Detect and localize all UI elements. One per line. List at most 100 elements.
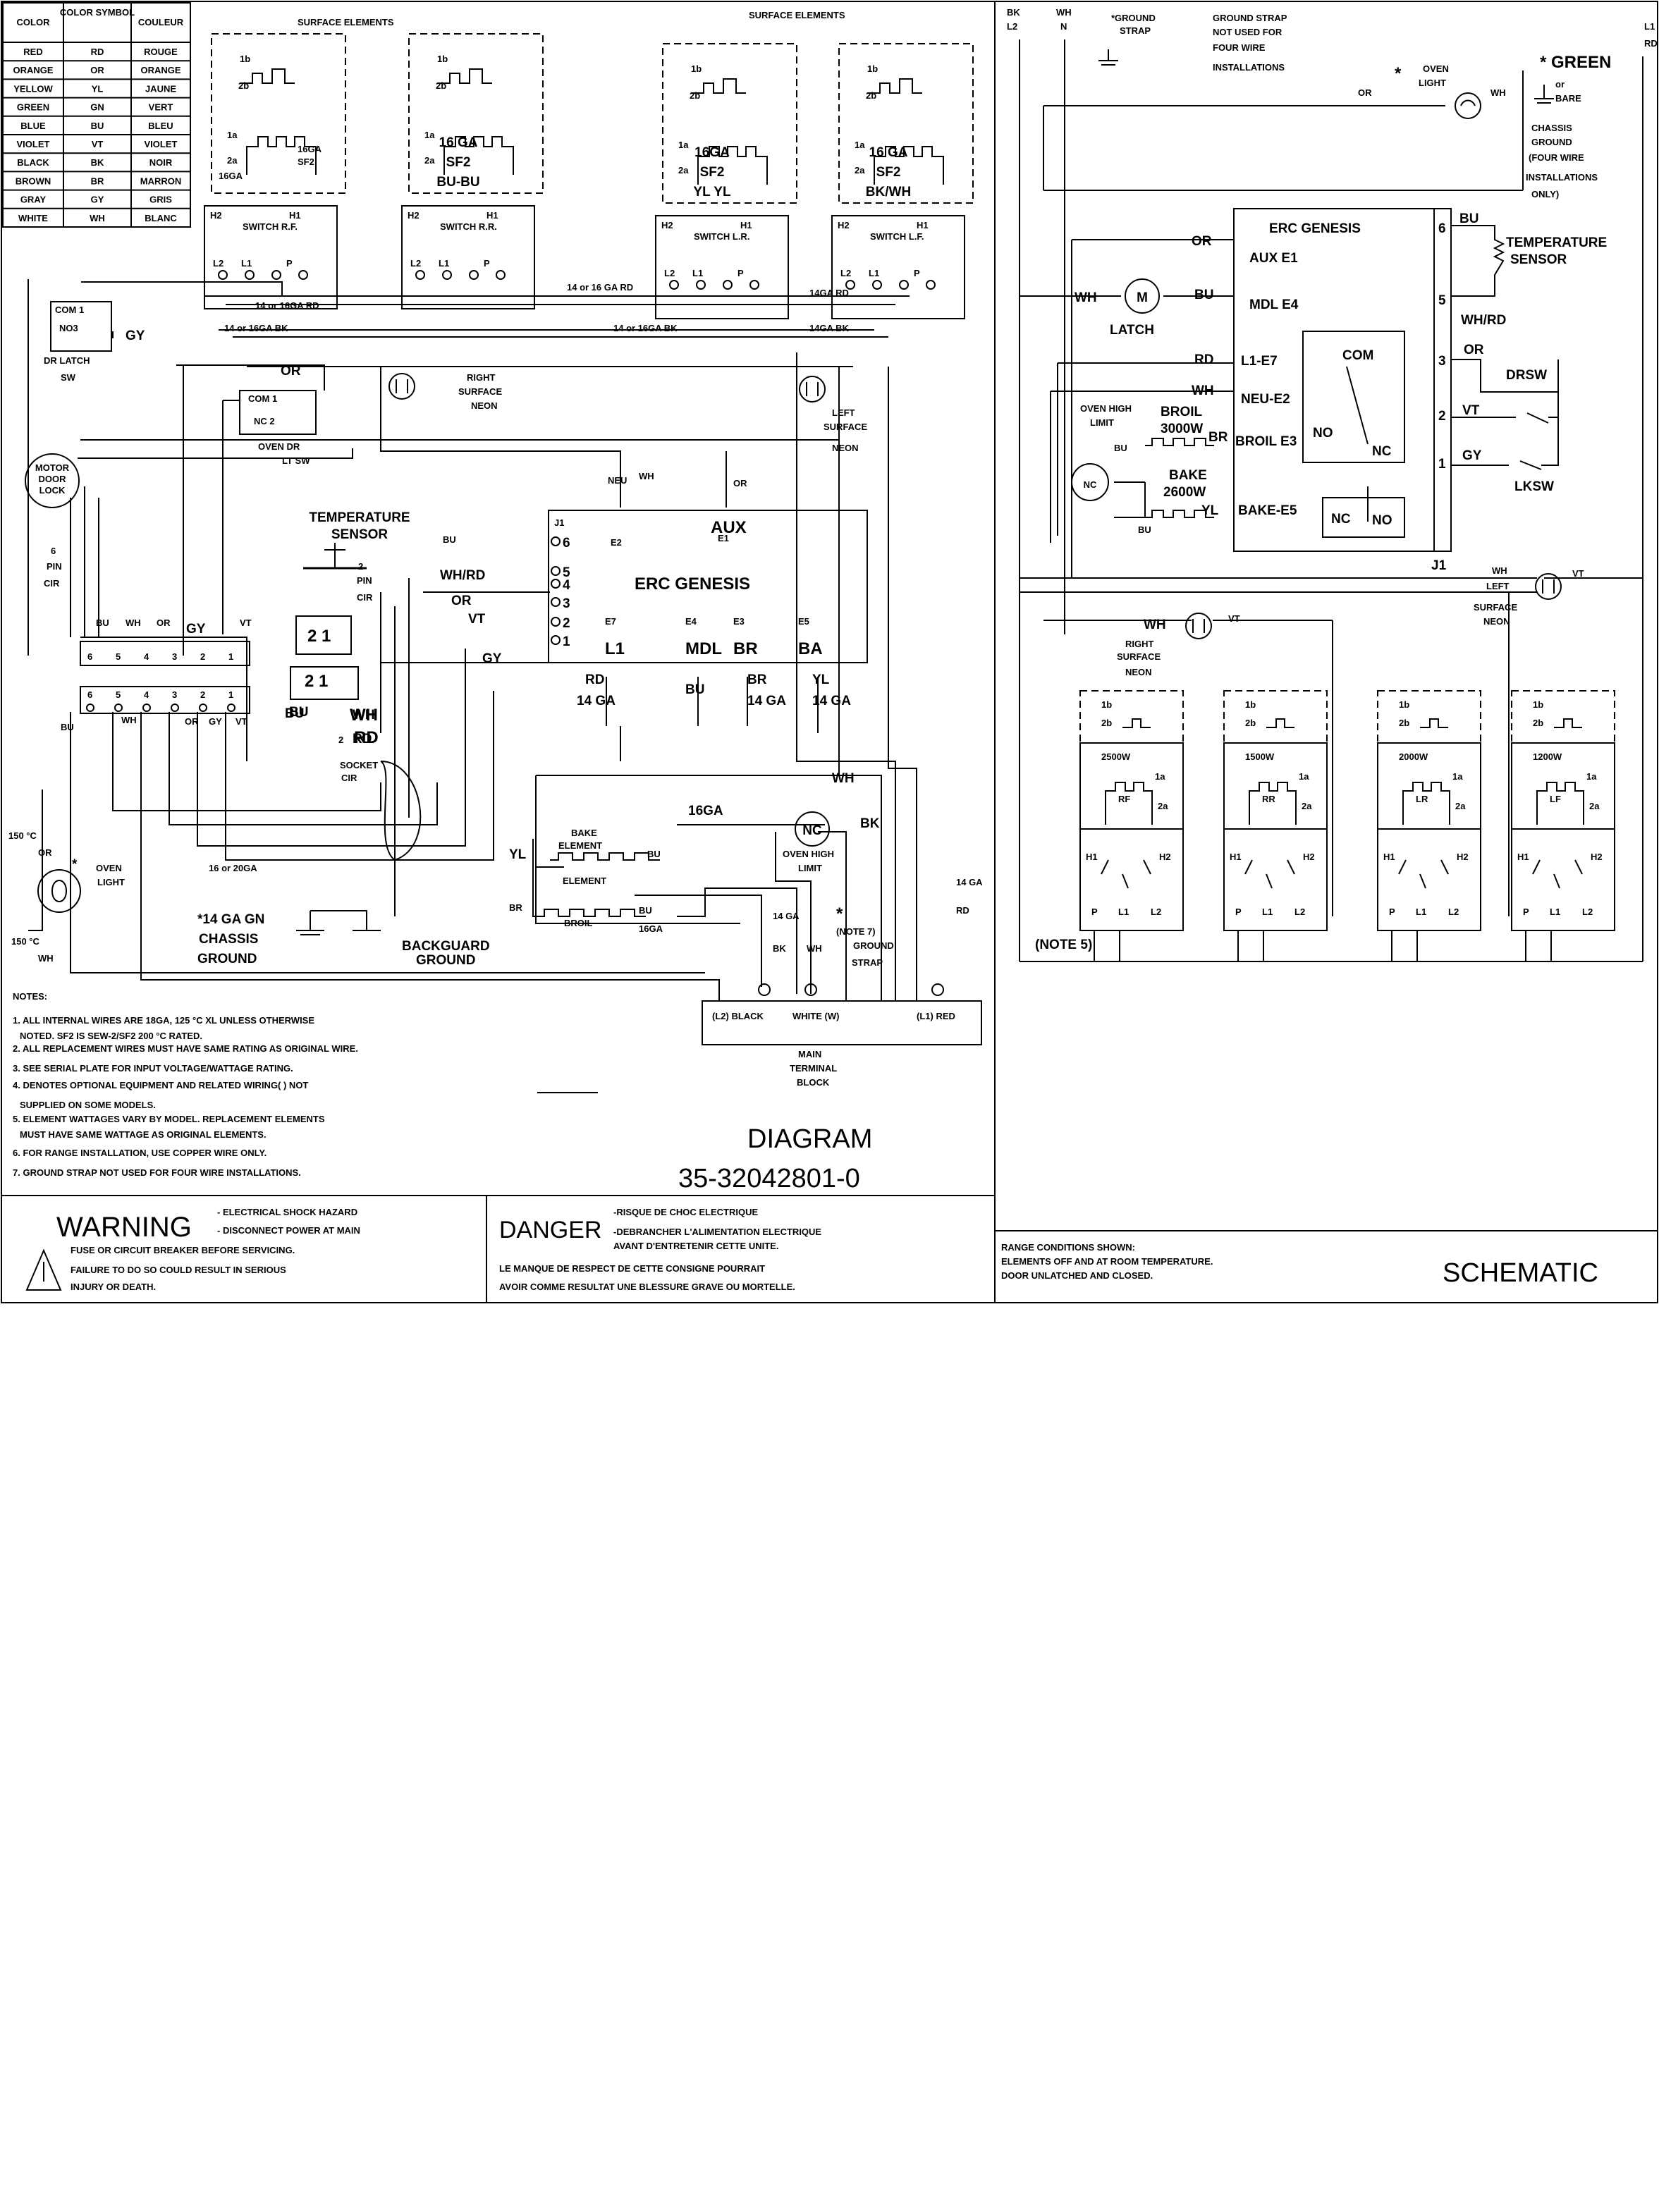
svg-text:1a: 1a — [1452, 771, 1463, 782]
color-table-cell: BLANC — [145, 213, 177, 223]
svg-text:16GA: 16GA — [298, 144, 322, 154]
svg-text:NOT USED FOR: NOT USED FOR — [1213, 27, 1282, 37]
svg-text:TEMPERATURE: TEMPERATURE — [309, 510, 410, 525]
svg-text:* GREEN: * GREEN — [1540, 53, 1611, 72]
svg-text:BU: BU — [1138, 524, 1151, 535]
svg-text:H2: H2 — [210, 210, 222, 221]
svg-text:BR: BR — [1208, 430, 1228, 445]
svg-text:16 or 20GA: 16 or 20GA — [209, 863, 257, 873]
svg-text:6: 6 — [1438, 221, 1446, 236]
svg-text:WH: WH — [1492, 565, 1507, 576]
six-pin-connector: 6 PIN CIR BU WH OR GY VT BU WH OR GY VT … — [44, 546, 252, 732]
svg-text:150 °C: 150 °C — [8, 830, 37, 841]
svg-text:2a: 2a — [1455, 801, 1466, 811]
diagram-title: DIAGRAM — [747, 1124, 872, 1154]
color-table-header: COULEUR — [138, 17, 184, 27]
svg-text:AVOIR COMME RESULTAT UNE BLESS: AVOIR COMME RESULTAT UNE BLESSURE GRAVE … — [499, 1282, 795, 1292]
element-name: RR — [1262, 794, 1275, 804]
svg-text:ONLY): ONLY) — [1531, 189, 1559, 199]
svg-text:BU: BU — [96, 617, 109, 628]
svg-text:L2: L2 — [840, 268, 851, 278]
svg-text:SWITCH L.F.: SWITCH L.F. — [870, 231, 924, 242]
svg-text:3000W: 3000W — [1161, 422, 1203, 436]
svg-text:*: * — [72, 857, 78, 872]
svg-text:GROUND: GROUND — [1531, 137, 1572, 147]
svg-text:CHASSIS: CHASSIS — [1531, 123, 1572, 133]
svg-text:COM 1: COM 1 — [248, 393, 277, 404]
svg-text:H1: H1 — [1230, 852, 1242, 862]
svg-text:1a: 1a — [227, 130, 238, 140]
svg-text:RIGHT: RIGHT — [1125, 639, 1154, 649]
color-table-cell: OR — [90, 65, 104, 75]
svg-text:NEON: NEON — [832, 443, 859, 453]
svg-text:1a: 1a — [1586, 771, 1597, 782]
element-name: LF — [1550, 794, 1561, 804]
svg-text:H2: H2 — [838, 220, 850, 231]
svg-text:2a: 2a — [678, 165, 689, 176]
svg-text:BARE: BARE — [1555, 93, 1581, 104]
svg-text:150 °C: 150 °C — [11, 936, 40, 947]
svg-text:16 GA: 16 GA — [439, 135, 478, 150]
svg-text:BAKE-E5: BAKE-E5 — [1238, 503, 1297, 518]
svg-text:H1: H1 — [740, 220, 752, 231]
svg-text:BU-BU: BU-BU — [436, 175, 479, 190]
svg-text:H2: H2 — [1303, 852, 1315, 862]
svg-text:2b: 2b — [238, 80, 249, 91]
svg-text:E1: E1 — [718, 533, 729, 543]
color-table-cell: VT — [92, 139, 104, 149]
svg-text:14 GA: 14 GA — [577, 694, 616, 708]
svg-text:DR LATCH: DR LATCH — [44, 355, 90, 366]
notes: NOTES: 1. ALL INTERNAL WIRES ARE 18GA, 1… — [13, 991, 598, 1178]
svg-text:2b: 2b — [1399, 718, 1409, 728]
svg-text:COM: COM — [1342, 348, 1373, 363]
svg-text:L1: L1 — [1262, 907, 1273, 917]
color-table-cell: BR — [91, 176, 104, 186]
svg-text:L1: L1 — [1416, 907, 1426, 917]
svg-text:NO: NO — [1313, 426, 1333, 441]
color-table-cell: ORANGE — [140, 65, 180, 75]
note-line: MUST HAVE SAME WATTAGE AS ORIGINAL ELEME… — [20, 1129, 267, 1140]
svg-text:2a: 2a — [424, 155, 435, 166]
svg-text:CIR: CIR — [44, 578, 60, 589]
svg-text:OR: OR — [38, 847, 52, 858]
svg-text:SF2: SF2 — [446, 155, 471, 170]
svg-text:P: P — [1091, 907, 1098, 917]
svg-text:NEON: NEON — [1125, 667, 1152, 677]
svg-text:H2: H2 — [661, 220, 673, 231]
svg-text:DOOR: DOOR — [39, 474, 67, 484]
color-table-cell: BROWN — [16, 176, 51, 186]
schematic-right-neon: WH VT RIGHT SURFACE NEON — [1117, 613, 1240, 677]
svg-text:14 GA: 14 GA — [773, 911, 800, 921]
svg-text:NEON: NEON — [1483, 616, 1510, 627]
svg-text:FOUR WIRE: FOUR WIRE — [1213, 42, 1266, 53]
svg-text:BAKE: BAKE — [1169, 468, 1207, 483]
surface-elements-title-right: SURFACE ELEMENTS — [749, 10, 845, 20]
svg-text:L2: L2 — [1448, 907, 1459, 917]
svg-text:1a: 1a — [1299, 771, 1309, 782]
svg-text:INSTALLATIONS: INSTALLATIONS — [1213, 62, 1285, 73]
svg-text:GY: GY — [1462, 448, 1482, 463]
svg-text:L1: L1 — [1644, 21, 1655, 32]
danger-block: DANGER -RISQUE DE CHOC ELECTRIQUE -DEBRA… — [499, 1207, 821, 1292]
schematic-oven-light: * OVEN LIGHT OR WH — [1358, 63, 1506, 119]
svg-text:2a: 2a — [855, 165, 865, 176]
svg-text:SWITCH R.R.: SWITCH R.R. — [440, 221, 497, 232]
svg-text:BAKE: BAKE — [571, 828, 597, 838]
svg-text:14GA RD: 14GA RD — [809, 288, 849, 298]
svg-text:H2: H2 — [1591, 852, 1603, 862]
svg-text:WH/RD: WH/RD — [1461, 313, 1506, 328]
svg-text:L1-E7: L1-E7 — [1241, 354, 1278, 369]
svg-text:2: 2 — [200, 651, 205, 662]
svg-text:BK/WH: BK/WH — [866, 185, 911, 199]
svg-text:OR: OR — [281, 364, 301, 379]
svg-text:WH: WH — [639, 471, 654, 481]
svg-text:NEON: NEON — [471, 400, 498, 411]
svg-text:STRAP: STRAP — [852, 957, 883, 968]
svg-text:YL: YL — [1201, 503, 1219, 518]
svg-text:1a: 1a — [1155, 771, 1165, 782]
svg-text:OR: OR — [1464, 343, 1484, 357]
door-latch-switch: COM 1 NO3 DR LATCH SW GY — [44, 301, 145, 383]
svg-text:BU: BU — [685, 682, 704, 697]
